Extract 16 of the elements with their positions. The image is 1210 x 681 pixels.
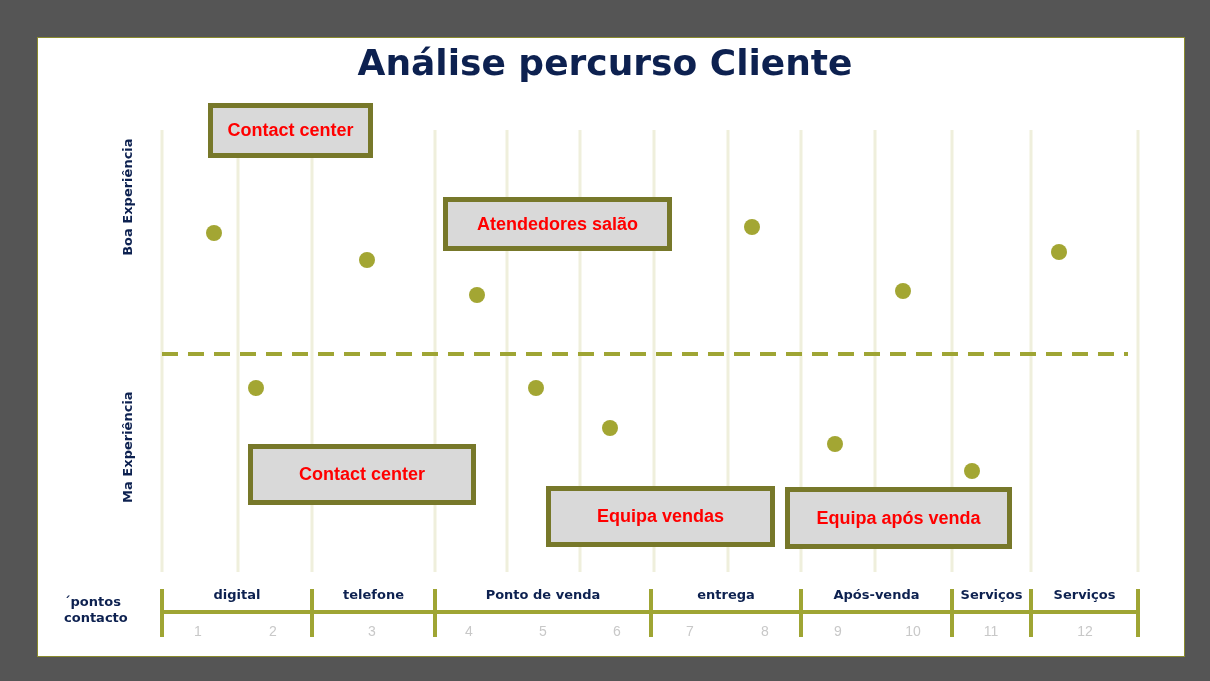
category-label: Serviços	[1052, 586, 1117, 604]
axis-label: Boa Experiência	[119, 137, 136, 258]
category-label: Ponto de venda	[484, 586, 602, 604]
category-label: Após-venda	[832, 586, 921, 604]
title: Análise percurso Cliente	[356, 41, 854, 85]
touchpoint-box: Equipa após venda	[785, 487, 1012, 549]
category-label: entrega	[696, 586, 756, 604]
axis-label: ´pontos contacto	[64, 594, 129, 627]
category-label: telefone	[342, 586, 405, 604]
touchpoint-box: Equipa vendas	[546, 486, 775, 547]
touchpoint-box: Contact center	[248, 444, 476, 505]
touchpoint-box: Atendedores salão	[443, 197, 672, 251]
category-label: Serviços	[959, 586, 1024, 604]
category-label: digital	[212, 586, 262, 604]
touchpoint-box: Contact center	[208, 103, 373, 158]
axis-label: Ma Experiência	[119, 390, 136, 505]
